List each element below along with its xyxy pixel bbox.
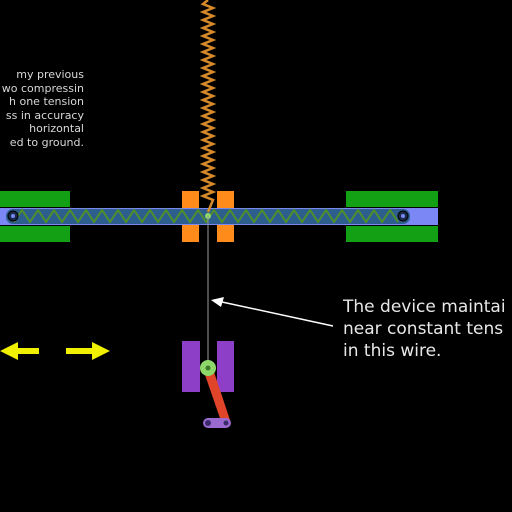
horizontal-spring bbox=[13, 208, 399, 224]
bottom-link-pin-right bbox=[223, 420, 229, 426]
note-line: h one tension bbox=[9, 95, 84, 108]
note-line: ed to ground. bbox=[9, 135, 84, 149]
callout-pointer-head bbox=[211, 297, 224, 307]
left-top-guide bbox=[182, 191, 199, 208]
left-bottom-guide bbox=[182, 225, 199, 242]
left-top-rail bbox=[0, 191, 70, 207]
left-bottom-rail bbox=[0, 226, 70, 242]
note-line: ss in accuracy bbox=[5, 108, 84, 122]
wire-callout-text: The device maintai near constant tens in… bbox=[343, 296, 512, 362]
note-line: horizontal bbox=[29, 122, 84, 135]
bottom-link bbox=[203, 418, 231, 428]
vertical-spring bbox=[199, 0, 217, 213]
callout-line: near constant tens bbox=[343, 319, 504, 339]
left-note-text: my previous wo compressin h one tension … bbox=[0, 68, 84, 149]
bottom-link-pin-left bbox=[205, 420, 211, 426]
left-purple-block bbox=[182, 341, 200, 392]
callout-line: The device maintai bbox=[343, 297, 506, 317]
right-top-guide bbox=[217, 191, 234, 208]
red-link bbox=[204, 366, 230, 424]
right-top-rail bbox=[346, 191, 438, 207]
right-purple-block bbox=[217, 341, 234, 392]
right-bottom-guide bbox=[217, 225, 234, 242]
note-line: my previous bbox=[16, 68, 84, 81]
green-pivot-center bbox=[205, 365, 211, 371]
right-bottom-rail bbox=[346, 226, 438, 242]
note-line: wo compressin bbox=[1, 81, 84, 95]
left-rod-pin-center bbox=[11, 214, 15, 218]
callout-line: in this wire. bbox=[343, 341, 442, 361]
callout-pointer bbox=[221, 301, 334, 327]
right-rod-pin-center bbox=[401, 214, 405, 218]
arrow-left-icon bbox=[0, 342, 39, 360]
arrow-right-icon bbox=[66, 342, 110, 360]
